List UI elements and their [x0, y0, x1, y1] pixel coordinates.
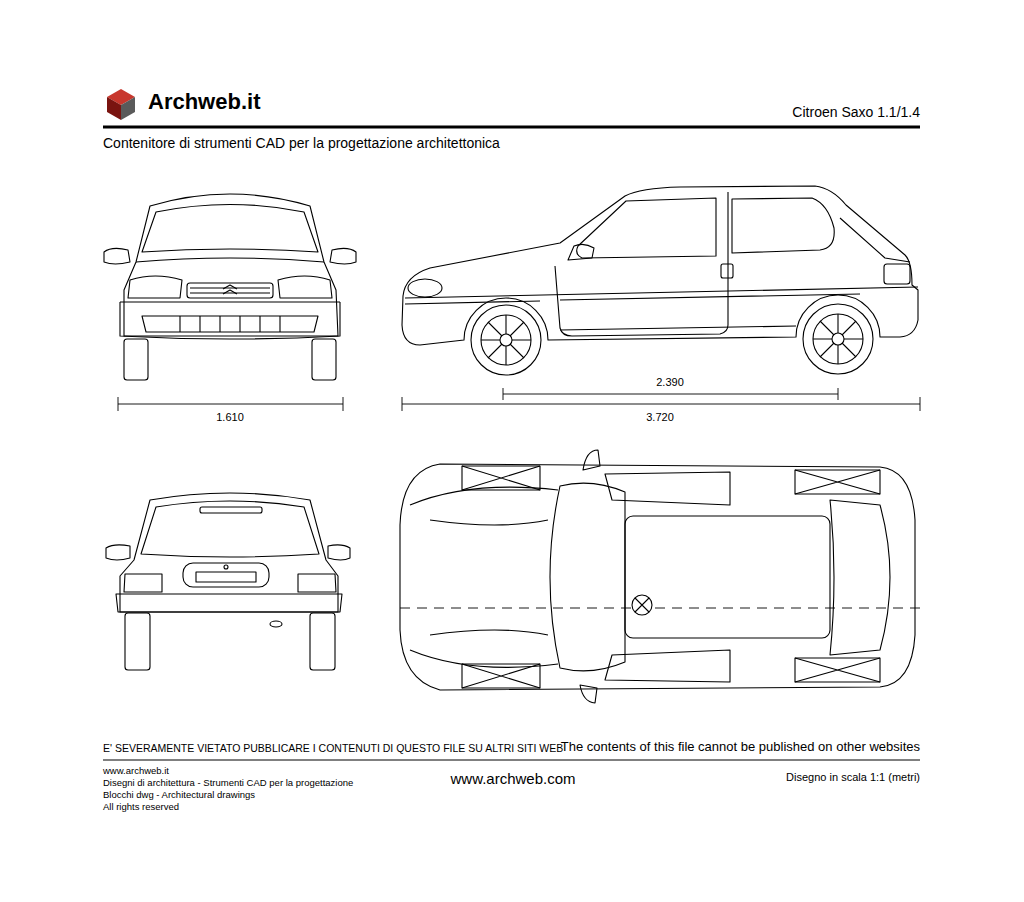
subtitle: Contenitore di strumenti CAD per la prog…: [103, 135, 500, 151]
copyright-note: E' SEVERAMENTE VIETATO PUBBLICARE I CONT…: [103, 742, 563, 754]
footer-note: Disegni di architettura - Strumenti CAD …: [103, 778, 353, 789]
footer-note: All rights reserved: [103, 802, 179, 813]
dimension-label: 2.390: [656, 376, 684, 389]
scale-note: Disegno in scala 1:1 (metri): [786, 771, 920, 784]
dimension-label: 3.720: [646, 411, 674, 424]
website: www.archweb.com: [450, 770, 575, 787]
wheel-marks: [462, 466, 880, 688]
wheel: [471, 305, 541, 375]
footer-rule: [103, 760, 920, 761]
logo-cube: [107, 89, 135, 120]
wheel: [803, 304, 873, 374]
side-view: [402, 186, 918, 375]
sheet-title: Citroen Saxo 1.1/1.4: [792, 104, 920, 120]
footer-note: Blocchi dwg - Architectural drawings: [103, 790, 255, 801]
brand-name: Archweb.it: [148, 89, 260, 114]
dimension-label: 1.610: [216, 411, 244, 424]
rear-view: [106, 493, 350, 670]
front-view: [104, 194, 356, 380]
dimension-lines: [118, 388, 920, 411]
copyright-note: The contents of this file cannot be publ…: [561, 740, 920, 755]
header-rule: [103, 126, 920, 129]
top-view: [400, 450, 920, 703]
footer-note: www.archweb.it: [103, 766, 169, 777]
